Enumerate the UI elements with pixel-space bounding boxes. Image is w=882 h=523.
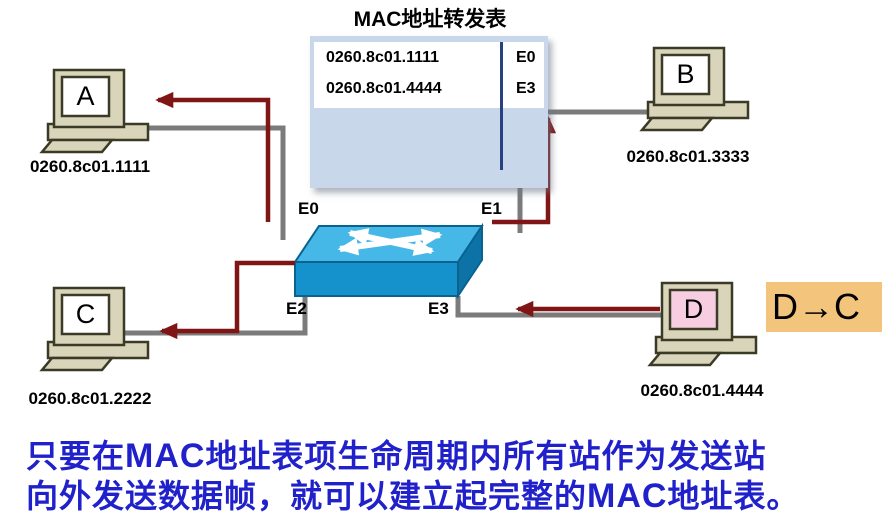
switch-arrows-icon bbox=[337, 228, 443, 256]
computer-d-letter: D bbox=[683, 294, 704, 324]
computer-a-mac-label: 0260.8c01.1111 bbox=[29, 157, 151, 176]
table-row: 0260.8c01.4444 E3 bbox=[314, 73, 544, 104]
computer-b-mac-label: 0260.8c01.3333 bbox=[626, 147, 750, 166]
switch-port-label-e3: E3 bbox=[428, 299, 449, 318]
computer-c-graphic bbox=[40, 286, 150, 372]
arrow-to-b bbox=[492, 115, 557, 225]
table-column-divider bbox=[500, 42, 503, 170]
computer-b-graphic bbox=[640, 46, 750, 132]
table-cell-port: E3 bbox=[516, 79, 536, 97]
switch-port-label-e1: E1 bbox=[481, 199, 502, 218]
caption-line-2: 向外发送数据帧，就可以建立起完整的MAC地址表。 bbox=[26, 477, 800, 515]
arrow-to-c bbox=[159, 260, 295, 340]
computer-a-letter: A bbox=[76, 81, 95, 111]
flow-annotation-box: D→C bbox=[766, 282, 882, 332]
switch-port-label-e0: E0 bbox=[298, 199, 319, 218]
table-cell-port: E0 bbox=[516, 48, 536, 66]
switch-graphic bbox=[293, 222, 484, 300]
table-cell-mac: 0260.8c01.4444 bbox=[326, 79, 442, 97]
mac-table-rows: 0260.8c01.1111 E0 0260.8c01.4444 E3 bbox=[314, 42, 544, 108]
cable-d bbox=[455, 296, 700, 318]
computer-c-letter: C bbox=[75, 299, 96, 329]
arrow-to-a bbox=[155, 91, 271, 222]
computer-b-letter: B bbox=[676, 59, 695, 89]
caption: 只要在MAC地址表项生命周期内所有站作为发送站 向外发送数据帧，就可以建立起完整… bbox=[26, 436, 876, 516]
computer-c-mac-label: 0260.8c01.2222 bbox=[28, 389, 152, 408]
table-cell-mac: 0260.8c01.1111 bbox=[326, 48, 440, 66]
computer-a-graphic bbox=[40, 68, 150, 154]
mac-forwarding-table: 0260.8c01.1111 E0 0260.8c01.4444 E3 bbox=[310, 36, 548, 188]
page-title: MAC地址转发表 bbox=[353, 8, 507, 31]
flow-annotation-label: D→C bbox=[772, 286, 860, 327]
computer-d-graphic bbox=[648, 281, 758, 367]
frame-flow-arrows bbox=[155, 91, 660, 340]
cable-a bbox=[100, 125, 286, 240]
switch-port-label-e2: E2 bbox=[286, 299, 307, 318]
computer-d-mac-label: 0260.8c01.4444 bbox=[640, 381, 764, 400]
table-row: 0260.8c01.1111 E0 bbox=[314, 42, 544, 73]
cable-c bbox=[100, 296, 308, 336]
caption-line-1: 只要在MAC地址表项生命周期内所有站作为发送站 bbox=[26, 437, 767, 475]
